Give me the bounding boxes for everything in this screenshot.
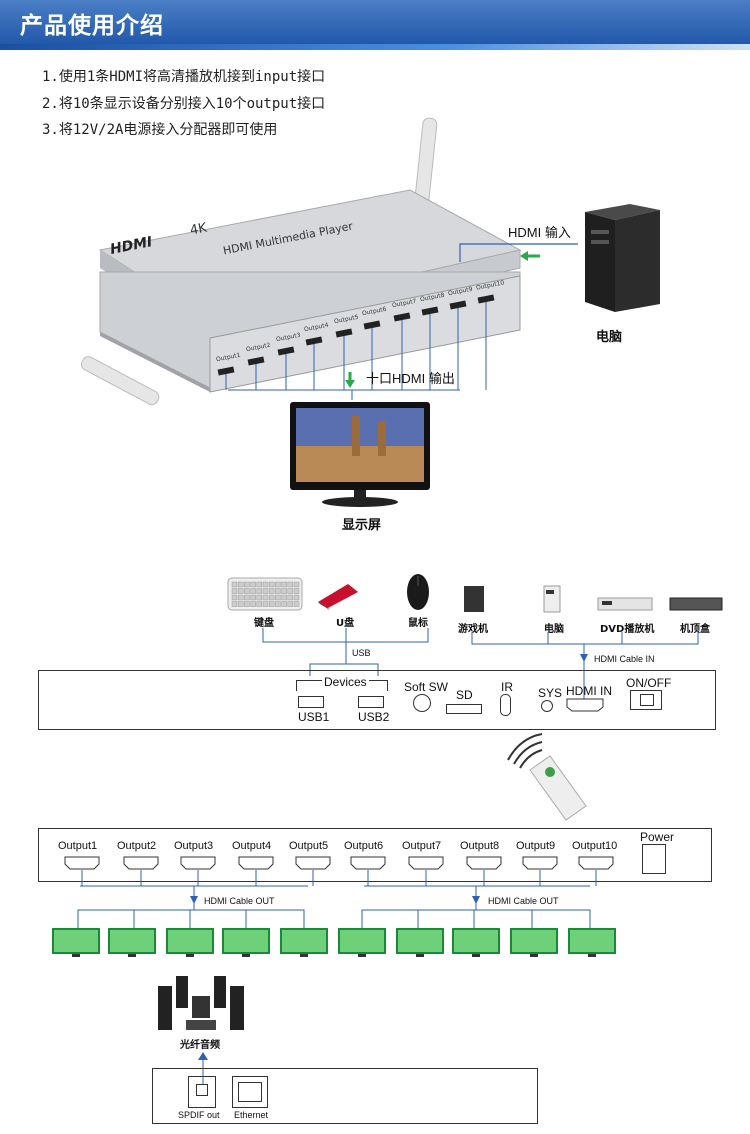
optical-audio-label: 光纤音频 bbox=[180, 1040, 220, 1051]
output-label-7: Output7 bbox=[402, 840, 442, 852]
monitor-9 bbox=[510, 928, 558, 957]
usb-label: USB bbox=[352, 648, 371, 658]
set-top-box-label: 机顶盒 bbox=[680, 624, 710, 635]
monitor-10 bbox=[568, 928, 616, 957]
step-2: 2.将10条显示设备分别接入10个output接口 bbox=[42, 96, 326, 112]
ethernet-port bbox=[232, 1076, 268, 1108]
output-connections bbox=[77, 870, 597, 928]
mouse-label: 鼠标 bbox=[408, 618, 428, 629]
hdmi-out-bus bbox=[225, 302, 487, 400]
audio-arrow bbox=[198, 1052, 208, 1084]
monitor-8 bbox=[452, 928, 500, 957]
rear-panel bbox=[152, 1068, 538, 1124]
hdmi-out-label: 十口HDMI 输出 bbox=[366, 371, 455, 386]
game-console-label: 游戏机 bbox=[458, 624, 488, 635]
step-3: 3.将12V/2A电源接入分配器即可使用 bbox=[42, 122, 278, 138]
cable-out-label-2: HDMI Cable OUT bbox=[488, 896, 559, 906]
power-socket bbox=[642, 844, 666, 874]
output-port-4 bbox=[238, 856, 274, 870]
output-port-10 bbox=[578, 856, 614, 870]
speaker-system-icon bbox=[158, 976, 244, 1030]
pc-tower bbox=[585, 204, 660, 312]
monitor-4 bbox=[222, 928, 270, 957]
output-port-7 bbox=[408, 856, 444, 870]
usb2-port bbox=[358, 696, 384, 708]
output-label-2: Output2 bbox=[117, 840, 157, 852]
dvd-player-label: DVD播放机 bbox=[600, 624, 655, 635]
hdmi-in-cable bbox=[459, 243, 578, 262]
header-stripe bbox=[0, 44, 750, 50]
pc-label: 电脑 bbox=[596, 330, 623, 345]
usb-stick-icon bbox=[318, 584, 358, 610]
output-port-6 bbox=[350, 856, 386, 870]
output-port-5 bbox=[295, 856, 331, 870]
devices-label: Devices bbox=[322, 675, 369, 689]
hdmi-cable-in-label: HDMI Cable IN bbox=[594, 654, 655, 664]
monitor-5 bbox=[280, 928, 328, 957]
mouse-icon bbox=[407, 574, 429, 610]
output-label-6: Output6 bbox=[344, 840, 384, 852]
output-port-2 bbox=[123, 856, 159, 870]
sys-label: SYS bbox=[538, 686, 563, 700]
display-label: 显示屏 bbox=[342, 518, 382, 533]
output-label-1: Output1 bbox=[58, 840, 98, 852]
spdif-port bbox=[188, 1076, 216, 1108]
power-switch-rocker bbox=[640, 694, 654, 706]
hdmi-in-label: HDMI 输入 bbox=[508, 225, 571, 240]
pc-small-label: 电脑 bbox=[544, 624, 564, 635]
dvd-player-icon bbox=[597, 597, 653, 611]
ir-label: IR bbox=[501, 680, 513, 694]
spdif-label: SPDIF out bbox=[178, 1110, 220, 1120]
monitor-3 bbox=[166, 928, 214, 957]
monitor-6 bbox=[338, 928, 386, 957]
display-monitor bbox=[290, 402, 430, 507]
page-title: 产品使用介绍 bbox=[20, 13, 164, 39]
ethernet-label: Ethernet bbox=[234, 1110, 269, 1120]
hdmi-in-port bbox=[566, 698, 604, 712]
output-label-9: Output9 bbox=[516, 840, 556, 852]
remote-control-icon bbox=[507, 733, 587, 821]
set-top-box-icon bbox=[669, 597, 723, 611]
power-switch bbox=[630, 690, 662, 710]
sd-label: SD bbox=[456, 688, 473, 702]
step-1: 1.使用1条HDMI将高清播放机接到input接口 bbox=[42, 69, 326, 85]
output-port-9 bbox=[522, 856, 558, 870]
output-label-5: Output5 bbox=[289, 840, 329, 852]
ir-sensor bbox=[500, 694, 511, 716]
on-off-label: ON/OFF bbox=[626, 676, 672, 690]
usb1-port bbox=[298, 696, 324, 708]
usb-stick-label: U盘 bbox=[336, 618, 355, 629]
output-port-1 bbox=[64, 856, 100, 870]
hdmi-in-port-label: HDMI IN bbox=[566, 684, 612, 698]
sd-slot bbox=[446, 704, 482, 714]
monitor-7 bbox=[396, 928, 444, 957]
sys-led bbox=[541, 700, 553, 712]
game-console-icon bbox=[464, 586, 484, 612]
output-port-3 bbox=[180, 856, 216, 870]
output-label-8: Output8 bbox=[460, 840, 500, 852]
pc-small-icon bbox=[543, 585, 561, 613]
monitor-2 bbox=[108, 928, 156, 957]
output-port-8 bbox=[466, 856, 502, 870]
usb1-label: USB1 bbox=[298, 710, 330, 724]
monitor-1 bbox=[52, 928, 100, 957]
cable-out-label-1: HDMI Cable OUT bbox=[204, 896, 275, 906]
spdif-inner bbox=[196, 1084, 208, 1096]
usb2-label: USB2 bbox=[358, 710, 390, 724]
soft-sw-button bbox=[413, 694, 431, 712]
output-label-10: Output10 bbox=[572, 840, 618, 852]
header-bar bbox=[0, 0, 750, 48]
power-label: Power bbox=[640, 830, 675, 844]
ethernet-inner bbox=[238, 1082, 262, 1102]
keyboard-label: 键盘 bbox=[254, 618, 274, 629]
soft-sw-label: Soft SW bbox=[404, 680, 449, 694]
keyboard-icon bbox=[227, 577, 303, 611]
input-panel bbox=[38, 670, 716, 730]
output-label-3: Output3 bbox=[174, 840, 214, 852]
output-panel bbox=[38, 828, 712, 882]
output-label-4: Output4 bbox=[232, 840, 272, 852]
